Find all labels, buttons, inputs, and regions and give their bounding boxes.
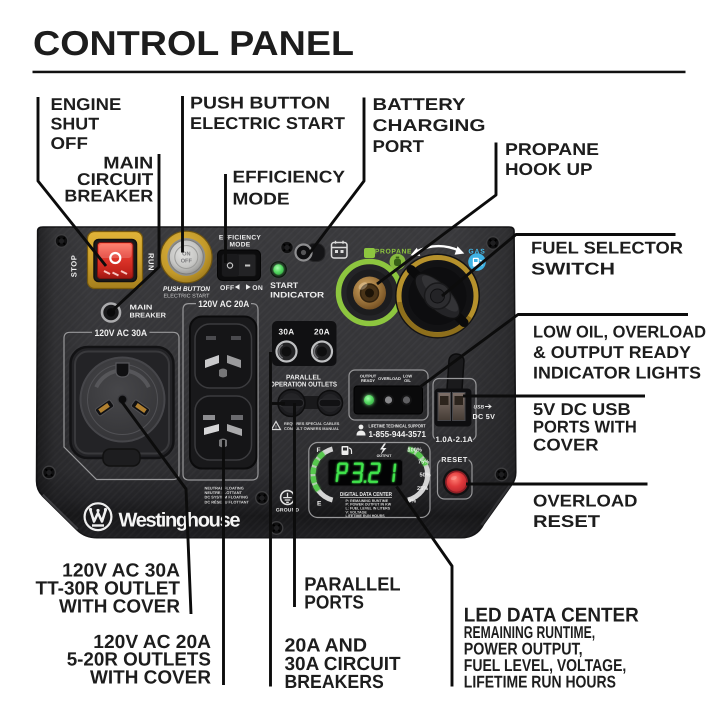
svg-text:RUN: RUN [147, 253, 156, 271]
svg-text:ON: ON [182, 251, 191, 257]
svg-text:RESET: RESET [533, 512, 601, 531]
svg-text:STOP: STOP [70, 255, 79, 278]
svg-text:5-20R OUTLETS: 5-20R OUTLETS [67, 650, 211, 671]
svg-text:DC RÉSEAU FLOTTANT: DC RÉSEAU FLOTTANT [205, 499, 249, 504]
svg-text:BATTERY: BATTERY [373, 95, 467, 114]
svg-text:FUEL SELECTOR: FUEL SELECTOR [531, 239, 683, 258]
svg-text:GAS: GAS [468, 248, 485, 255]
svg-text:BREAKER: BREAKER [130, 312, 167, 319]
svg-text:LED DATA CENTER: LED DATA CENTER [464, 604, 640, 626]
svg-text:LIFETIME TECHNICAL SUPPORT: LIFETIME TECHNICAL SUPPORT [369, 424, 426, 429]
svg-text:20A AND: 20A AND [285, 636, 368, 657]
svg-text:MODE: MODE [230, 241, 251, 248]
svg-text:REMAINING RUNTIME,: REMAINING RUNTIME, [464, 623, 595, 642]
svg-text:EFFICIENCY: EFFICIENCY [219, 234, 262, 241]
svg-text:ENGINE: ENGINE [51, 95, 122, 114]
svg-text:120V AC 20A: 120V AC 20A [198, 299, 249, 309]
svg-text:V: VOLTAGE: V: VOLTAGE [346, 510, 368, 514]
svg-text:CONSULT OWNERS MANUAL: CONSULT OWNERS MANUAL [284, 427, 339, 431]
svg-text:HOOK UP: HOOK UP [505, 160, 593, 179]
svg-text:120V AC 30A: 120V AC 30A [62, 561, 180, 582]
svg-text:SHUT: SHUT [51, 115, 100, 134]
svg-text:1-855-944-3571: 1-855-944-3571 [369, 429, 427, 439]
svg-text:E: E [317, 501, 322, 508]
svg-text:L: FUEL LEVEL IN LITERS: L: FUEL LEVEL IN LITERS [346, 506, 391, 510]
svg-text:20A: 20A [314, 327, 330, 336]
svg-text:OVERLOAD: OVERLOAD [378, 377, 401, 382]
svg-text:MAIN: MAIN [130, 304, 153, 311]
svg-text:P: POWER OUTPUT IN KW: P: POWER OUTPUT IN KW [346, 503, 392, 507]
svg-text:GROUND: GROUND [276, 507, 299, 513]
svg-text:PORT: PORT [373, 137, 425, 156]
svg-text:OFF: OFF [51, 134, 88, 153]
svg-text:OIL: OIL [404, 379, 411, 384]
svg-text:WITH COVER: WITH COVER [59, 596, 180, 617]
svg-text:P: REMAINING RUNTIME: P: REMAINING RUNTIME [346, 499, 389, 503]
svg-text:OUTPUT: OUTPUT [360, 374, 377, 379]
svg-text:EFFICIENCY: EFFICIENCY [233, 168, 346, 187]
svg-text:MAIN: MAIN [103, 153, 153, 172]
svg-text:SWITCH: SWITCH [531, 260, 615, 279]
svg-text:Westinghouse: Westinghouse [119, 510, 241, 532]
svg-text:F: F [317, 447, 321, 454]
svg-text:PROPANE: PROPANE [375, 248, 412, 255]
svg-text:25%: 25% [417, 485, 428, 491]
svg-text:50%: 50% [420, 472, 431, 478]
svg-text:POWER OUTPUT,: POWER OUTPUT, [464, 639, 583, 658]
svg-text:WITH COVER: WITH COVER [90, 667, 211, 688]
svg-text:CIRCUIT: CIRCUIT [77, 170, 154, 189]
svg-text:ON: ON [252, 285, 263, 292]
svg-text:USB: USB [474, 404, 485, 410]
svg-text:LIFETIME RUN HOURS: LIFETIME RUN HOURS [464, 673, 616, 692]
svg-text:5V DC USB: 5V DC USB [533, 400, 631, 419]
svg-text:TT-30R OUTLET: TT-30R OUTLET [36, 579, 181, 600]
svg-text:RESET: RESET [441, 455, 468, 464]
svg-text:MODE: MODE [233, 190, 290, 209]
svg-text:READY: READY [361, 379, 375, 384]
svg-text:ELECTRIC START: ELECTRIC START [164, 293, 210, 299]
svg-text:INDICATOR LIGHTS: INDICATOR LIGHTS [533, 364, 701, 383]
svg-text:LIFETIME RUN HOURS: LIFETIME RUN HOURS [346, 514, 385, 518]
svg-text:& OUTPUT READY: & OUTPUT READY [533, 343, 692, 362]
svg-text:!: ! [275, 424, 277, 429]
svg-text:120V AC 20A: 120V AC 20A [93, 632, 211, 653]
svg-text:BREAKER: BREAKER [64, 187, 153, 206]
svg-text:START: START [270, 281, 298, 290]
svg-text:75%: 75% [418, 459, 429, 465]
svg-text:DC SYSTEM FLOATING: DC SYSTEM FLOATING [205, 495, 248, 499]
svg-text:120V AC 30A: 120V AC 30A [94, 328, 147, 338]
svg-text:OPERATION OUTLETS: OPERATION OUTLETS [270, 382, 337, 389]
svg-text:PORTS: PORTS [304, 593, 364, 614]
svg-text:OFF: OFF [220, 285, 235, 292]
svg-text:PUSH BUTTON: PUSH BUTTON [163, 285, 210, 293]
svg-text:0%: 0% [408, 498, 416, 504]
svg-text:CONTROL PANEL: CONTROL PANEL [33, 25, 354, 63]
svg-text:INDICATOR: INDICATOR [270, 291, 324, 300]
svg-text:BREAKERS: BREAKERS [285, 672, 384, 693]
svg-text:LOW OIL, OVERLOAD: LOW OIL, OVERLOAD [533, 323, 706, 342]
svg-text:DIGITAL DATA CENTER: DIGITAL DATA CENTER [340, 491, 392, 497]
svg-text:PARALLEL: PARALLEL [286, 375, 321, 382]
svg-text:30A: 30A [279, 327, 295, 336]
svg-text:ELECTRIC START: ELECTRIC START [190, 114, 346, 133]
svg-text:DC 5V: DC 5V [473, 412, 496, 421]
svg-text:CHARGING: CHARGING [373, 116, 486, 135]
svg-text:OVERLOAD: OVERLOAD [533, 492, 638, 511]
svg-text:OUTPUT: OUTPUT [377, 454, 392, 458]
svg-text:PARALLEL: PARALLEL [304, 574, 401, 595]
svg-text:100%: 100% [408, 447, 422, 453]
svg-text:COVER: COVER [533, 435, 599, 454]
svg-text:LOW: LOW [403, 374, 413, 379]
svg-text:OFF: OFF [181, 258, 192, 264]
svg-text:REQUIRES SPECIAL CABLES: REQUIRES SPECIAL CABLES [284, 422, 340, 426]
svg-text:PROPANE: PROPANE [505, 140, 599, 159]
svg-text:PUSH BUTTON: PUSH BUTTON [190, 94, 330, 113]
svg-text:FUEL LEVEL, VOLTAGE,: FUEL LEVEL, VOLTAGE, [464, 656, 627, 675]
svg-text:30A CIRCUIT: 30A CIRCUIT [285, 654, 401, 675]
svg-text:PORTS WITH: PORTS WITH [533, 418, 637, 437]
svg-text:1.0A-2.1A: 1.0A-2.1A [436, 435, 474, 444]
